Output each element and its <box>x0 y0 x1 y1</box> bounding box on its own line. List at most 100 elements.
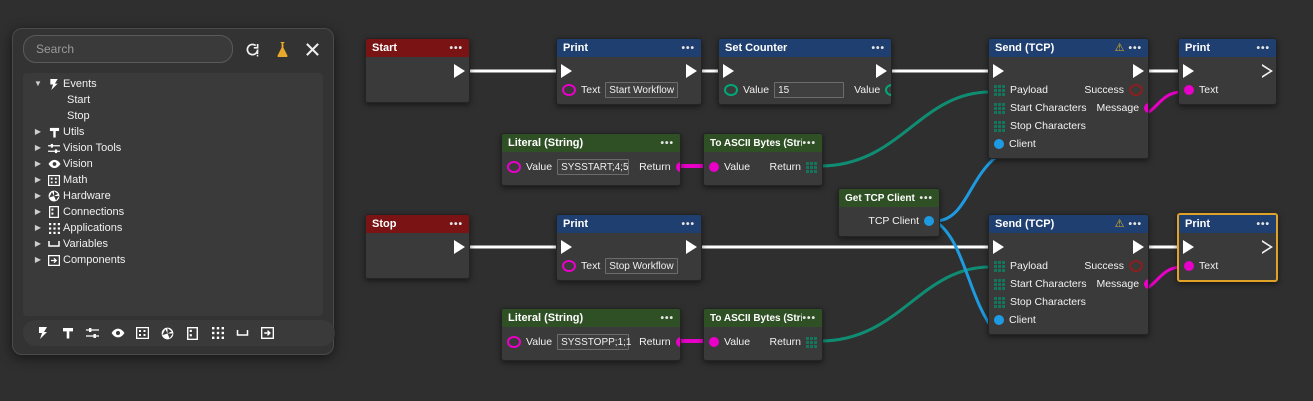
node-print-start[interactable]: Print ••• Text Start Workflow <box>556 38 702 105</box>
text-in-pin[interactable] <box>562 84 576 96</box>
start-characters-in-pin[interactable] <box>994 278 1005 290</box>
tree-item-start[interactable]: Start <box>23 92 323 108</box>
start-characters-in-pin[interactable] <box>994 102 1005 114</box>
hammer-icon[interactable] <box>60 326 75 341</box>
tree-item-variables[interactable]: ▶ Variables <box>23 236 323 252</box>
exec-in-pin[interactable] <box>993 64 1004 78</box>
chevron-right-icon[interactable]: ▶ <box>34 143 42 152</box>
node-menu-icon[interactable]: ••• <box>1128 218 1142 230</box>
value-in-pin[interactable] <box>507 161 521 173</box>
tree-item-utils[interactable]: ▶ Utils <box>23 124 323 140</box>
tree-item-math[interactable]: ▶ Math <box>23 172 323 188</box>
eye-icon[interactable] <box>110 326 125 341</box>
node-header[interactable]: Send (TCP) ⚠ ••• <box>989 215 1148 233</box>
node-header[interactable]: Send (TCP) ⚠ ••• <box>989 39 1148 57</box>
node-menu-icon[interactable]: ••• <box>871 42 885 54</box>
stop-characters-in-pin[interactable] <box>994 120 1005 132</box>
exec-out-pin[interactable] <box>876 64 887 78</box>
payload-in-pin[interactable] <box>994 260 1005 272</box>
node-header[interactable]: Literal (String) ••• <box>502 134 680 152</box>
exec-in-pin[interactable] <box>1183 64 1194 78</box>
chevron-down-icon[interactable]: ▼ <box>34 79 42 88</box>
import-icon[interactable] <box>260 326 275 341</box>
refresh-alert-icon[interactable] <box>241 38 263 60</box>
node-send-tcp-2[interactable]: Send (TCP) ⚠ ••• Payload Success Start C… <box>988 214 1149 335</box>
chevron-right-icon[interactable]: ▶ <box>34 191 42 200</box>
sliders-icon[interactable] <box>85 326 100 341</box>
flask-icon[interactable] <box>271 38 293 60</box>
node-set-counter[interactable]: Set Counter ••• Value 15 Value <box>718 38 892 105</box>
exec-out-pin[interactable] <box>454 240 465 254</box>
chevron-right-icon[interactable]: ▶ <box>34 223 42 232</box>
stop-characters-in-pin[interactable] <box>994 296 1005 308</box>
client-in-pin[interactable] <box>994 139 1004 149</box>
node-category-tree[interactable]: ▼ Events Start Stop ▶ Utils ▶ <box>23 73 323 316</box>
node-header[interactable]: Print ••• <box>1179 39 1276 57</box>
node-menu-icon[interactable]: ••• <box>1256 218 1270 230</box>
tree-item-stop[interactable]: Stop <box>23 108 323 124</box>
node-start[interactable]: Start ••• <box>365 38 470 103</box>
node-literal-string-start[interactable]: Literal (String) ••• Value SYSSTART;4;5 … <box>501 133 681 186</box>
return-out-pin[interactable] <box>675 337 680 347</box>
palette-category-bar[interactable] <box>23 320 335 346</box>
value-in-pin[interactable] <box>709 337 719 347</box>
node-palette-panel[interactable]: ▼ Events Start Stop ▶ Utils ▶ <box>12 28 335 355</box>
calculator-icon[interactable] <box>135 326 150 341</box>
exec-out-pin[interactable] <box>1262 240 1273 254</box>
node-header[interactable]: To ASCII Bytes (String) ••• <box>704 134 822 152</box>
node-header[interactable]: Set Counter ••• <box>719 39 891 57</box>
text-value-field[interactable]: Start Workflow <box>605 82 679 98</box>
node-menu-icon[interactable]: ••• <box>681 218 695 230</box>
success-out-pin[interactable] <box>1129 260 1143 272</box>
bolt-icon[interactable] <box>35 326 50 341</box>
node-send-tcp-1[interactable]: Send (TCP) ⚠ ••• Payload Success Start C… <box>988 38 1149 159</box>
text-value-field[interactable]: Stop Workflow <box>605 258 678 274</box>
client-in-pin[interactable] <box>994 315 1004 325</box>
exec-in-pin[interactable] <box>561 240 572 254</box>
chevron-right-icon[interactable]: ▶ <box>34 127 42 136</box>
node-menu-icon[interactable]: ••• <box>919 192 933 204</box>
chevron-right-icon[interactable]: ▶ <box>34 159 42 168</box>
return-out-pin[interactable] <box>806 161 817 173</box>
chevron-right-icon[interactable]: ▶ <box>34 207 42 216</box>
tree-item-vision[interactable]: ▶ Vision <box>23 156 323 172</box>
exec-in-pin[interactable] <box>993 240 1004 254</box>
node-menu-icon[interactable]: ••• <box>802 312 816 324</box>
return-out-pin[interactable] <box>675 162 680 172</box>
node-literal-string-stop[interactable]: Literal (String) ••• Value SYSSTOPP;1;1 … <box>501 308 681 361</box>
exec-out-pin[interactable] <box>686 240 697 254</box>
node-print-message-1[interactable]: Print ••• Text <box>1178 38 1277 105</box>
exec-in-pin[interactable] <box>723 64 734 78</box>
exec-out-pin[interactable] <box>1133 64 1144 78</box>
literal-value-field[interactable]: SYSSTART;4;5 <box>557 159 630 175</box>
tree-item-connections[interactable]: ▶ Connections <box>23 204 323 220</box>
node-to-ascii-bytes-stop[interactable]: To ASCII Bytes (String) ••• Value Return <box>703 308 823 361</box>
node-print-stop[interactable]: Print ••• Text Stop Workflow <box>556 214 702 281</box>
chevron-right-icon[interactable]: ▶ <box>34 255 42 264</box>
exec-out-pin[interactable] <box>454 64 465 78</box>
value-field[interactable]: 15 <box>774 82 845 98</box>
node-header[interactable]: Stop ••• <box>366 215 469 233</box>
node-to-ascii-bytes-start[interactable]: To ASCII Bytes (String) ••• Value Return <box>703 133 823 186</box>
node-header[interactable]: Print ••• <box>557 215 701 233</box>
exec-out-pin[interactable] <box>686 64 697 78</box>
node-header[interactable]: Print ••• <box>557 39 701 57</box>
node-header[interactable]: To ASCII Bytes (String) ••• <box>704 309 822 327</box>
message-out-pin[interactable] <box>1144 103 1148 113</box>
node-header[interactable]: Literal (String) ••• <box>502 309 680 327</box>
node-header[interactable]: Start ••• <box>366 39 469 57</box>
node-stop[interactable]: Stop ••• <box>365 214 470 279</box>
node-menu-icon[interactable]: ••• <box>660 137 674 149</box>
tree-item-hardware[interactable]: ▶ Hardware <box>23 188 323 204</box>
node-menu-icon[interactable]: ••• <box>1128 42 1142 54</box>
exec-in-pin[interactable] <box>561 64 572 78</box>
exec-out-pin[interactable] <box>1262 64 1273 78</box>
success-out-pin[interactable] <box>1129 84 1143 96</box>
tree-item-components[interactable]: ▶ Components <box>23 252 323 268</box>
value-in-pin[interactable] <box>507 336 521 348</box>
aperture-icon[interactable] <box>160 326 175 341</box>
brace-icon[interactable] <box>235 326 250 341</box>
node-menu-icon[interactable]: ••• <box>449 218 463 230</box>
node-menu-icon[interactable]: ••• <box>802 137 816 149</box>
literal-value-field[interactable]: SYSSTOPP;1;1 <box>557 334 631 350</box>
